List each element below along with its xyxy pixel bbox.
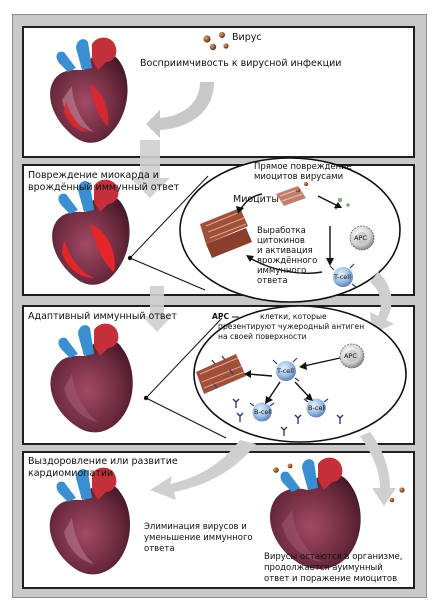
cytokines-line4: врождённого [257, 256, 318, 266]
gray-curved-arrow [150, 440, 256, 500]
apc-label: APC [354, 234, 367, 242]
panel4-title-line2: кардиомиопатии [28, 468, 114, 479]
panel2-title-line1: Повреждение миокарда и [28, 170, 159, 181]
apc-definition-line2: презентируют чужеродный антиген [218, 322, 365, 331]
heart-illustration [52, 179, 130, 285]
heart-illustration [50, 37, 128, 143]
zoom-ellipse [193, 305, 407, 443]
cytokines-line3: и активация [257, 246, 313, 256]
outcome-right-line2: продолжается ауимунный [264, 563, 383, 573]
gray-curved-arrow [130, 140, 170, 198]
apc-abbreviation: APC — [212, 312, 240, 321]
apc-cell-icon [339, 343, 365, 369]
outcome-right-line3: ответ и поражение миоцитов [264, 574, 398, 584]
b-cell-label-right: B-cell [308, 404, 326, 412]
cytokines-line6: ответа [257, 276, 288, 286]
outcome-right-line1: Вирусы остаются в организме, [264, 552, 403, 562]
outcome-left-line3: ответа [144, 544, 175, 554]
panel1-caption: Восприимчивость к вирусной инфекции [140, 58, 342, 69]
gray-curved-arrow [360, 432, 396, 506]
heart-illustration [270, 457, 361, 569]
virus-particle-icon [203, 32, 229, 51]
virus-label: Вирус [232, 32, 262, 43]
virus-particle-icon [295, 182, 350, 210]
apc-definition-line3: на своей поверхности [218, 332, 307, 341]
zoom-ellipse [179, 157, 401, 303]
myocytes-label: Миоциты [233, 194, 279, 205]
t-cell-icon [272, 357, 300, 382]
outcome-left-line1: Элиминация вирусов и [144, 522, 247, 532]
heart-illustration [49, 467, 131, 575]
cytokines-line1: Выработка [257, 226, 306, 236]
myocyte-fiber-icon [200, 208, 252, 258]
b-cell-label-left: B-cell [254, 408, 272, 416]
outcome-left-line2: уменьшение иммунного [144, 533, 253, 543]
apc-cell-icon [349, 225, 375, 251]
antibody-icon [232, 398, 344, 436]
cytokines-line5: иммунного [257, 266, 307, 276]
b-cell-icon [303, 398, 329, 418]
apc-definition-line1: клетки, которые [260, 312, 327, 321]
gray-curved-arrow [370, 272, 394, 334]
apc-label: APC [344, 352, 357, 360]
t-cell-icon [329, 263, 357, 288]
myocyte-fiber-icon [196, 354, 246, 394]
virus-particle-icon [273, 463, 405, 503]
cytokines-line2: цитокинов [257, 236, 305, 246]
t-cell-label: T-cell [334, 273, 351, 281]
direct-damage-line2: миоцитов вирусами [254, 172, 344, 182]
panel4-title-line1: Выздоровление или развитие [28, 456, 178, 467]
panel3-title: Адаптивный иммунный ответ [28, 311, 177, 322]
b-cell-icon [249, 402, 275, 422]
gray-curved-arrow [146, 82, 214, 138]
heart-illustration [50, 323, 133, 433]
direct-damage-line1: Прямое повреждение [254, 162, 352, 172]
gray-curved-arrow [142, 286, 172, 332]
panel2-title-line2: врождённый иммунный ответ [28, 182, 180, 193]
t-cell-label: T-cell [277, 367, 294, 375]
